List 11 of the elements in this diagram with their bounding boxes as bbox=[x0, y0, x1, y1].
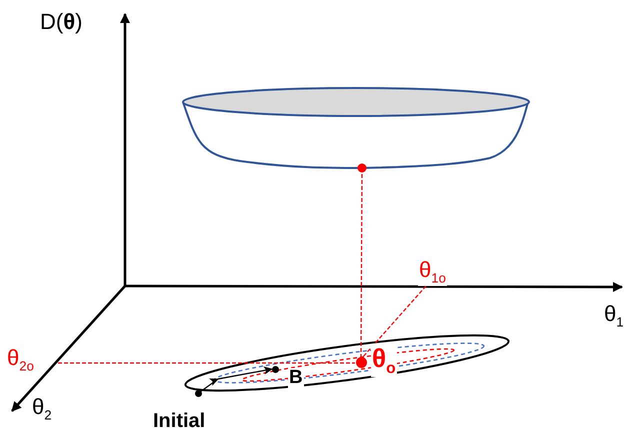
arrow bbox=[200, 366, 272, 392]
axis-label: D(θ) bbox=[40, 10, 82, 34]
bowl-surface-drawing bbox=[182, 87, 530, 172]
point-label: θ$_{o}$ bbox=[371, 344, 397, 377]
leader-line bbox=[58, 362, 355, 364]
point-label: θ$_{1o}$ bbox=[418, 258, 447, 286]
leader-line bbox=[362, 286, 426, 358]
axis-label: θ$_{2}$ bbox=[32, 395, 52, 423]
point-label: θ$_{2o}$ bbox=[6, 346, 35, 374]
axis-label: θ$_{1}$ bbox=[604, 302, 624, 330]
point-label: B bbox=[288, 368, 304, 389]
